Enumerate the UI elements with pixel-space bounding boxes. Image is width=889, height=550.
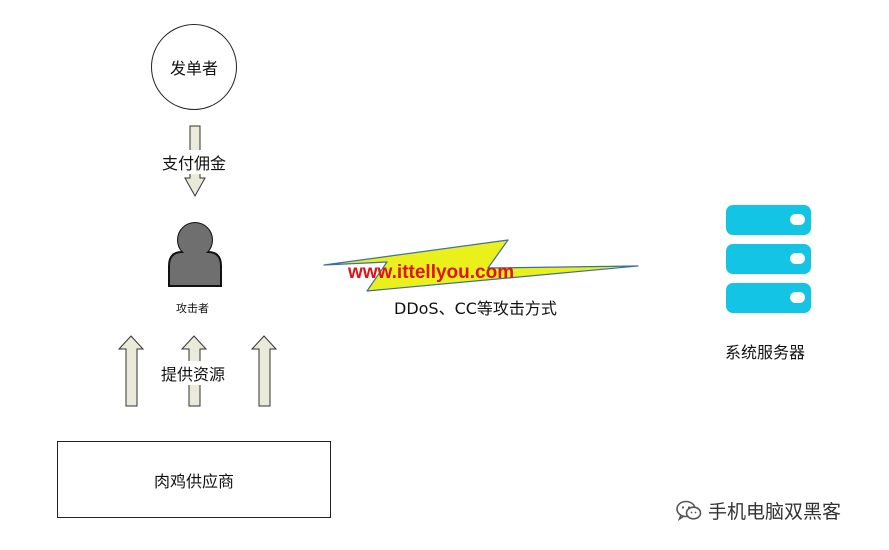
up-arrow-right	[250, 335, 278, 407]
lightning-bolt	[323, 239, 639, 292]
pay-commission-label: 支付佣金	[160, 150, 229, 174]
broiler-supplier-label: 肉鸡供应商	[153, 471, 234, 491]
provide-resources-label: 提供资源	[159, 361, 228, 385]
up-arrow-left	[117, 335, 145, 407]
attacker-label: 攻击者	[176, 302, 209, 315]
broiler-supplier-node: 肉鸡供应商	[57, 441, 331, 518]
client-label: 发单者	[169, 59, 218, 78]
server-icon	[726, 205, 811, 313]
footer-brand: 手机电脑双黑客	[676, 497, 841, 524]
footer-brand-text: 手机电脑双黑客	[708, 501, 842, 523]
attack-method-label: DDoS、CC等攻击方式	[394, 299, 557, 318]
wechat-icon	[676, 500, 702, 521]
server-label: 系统服务器	[725, 343, 806, 362]
client-node: 发单者	[151, 24, 237, 110]
watermark-text: www.ittellyou.com	[348, 262, 515, 283]
person-icon	[168, 222, 222, 287]
